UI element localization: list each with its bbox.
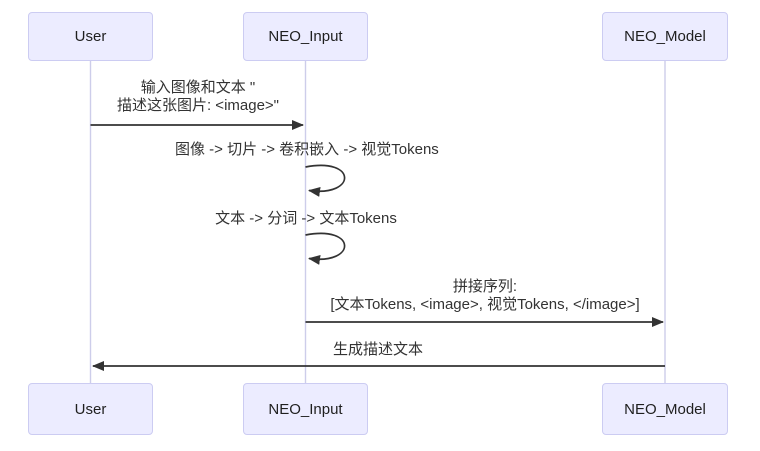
message-label-generate-description: 生成描述文本: [228, 341, 528, 359]
message-line: 图像 -> 切片 -> 卷积嵌入 -> 视觉Tokens: [175, 141, 439, 158]
self-loop-arrow-vision-tokens: [305, 164, 346, 197]
message-line: 生成描述文本: [332, 341, 423, 358]
message-line: 描述这张图片: <image>": [116, 96, 280, 114]
actor-label-neo-model: NEO_Model: [624, 400, 706, 418]
actor-label-neo-model: NEO_Model: [624, 28, 706, 45]
actor-box-neo-input-top: NEO_Input: [243, 12, 368, 61]
actor-box-neo-model-bottom: NEO_Model: [602, 383, 728, 435]
message-line: [文本Tokens, <image>, 视觉Tokens, </image>]: [330, 295, 640, 313]
actor-label-user: User: [74, 400, 107, 418]
message-label-text-pipeline: 文本 -> 分词 -> 文本Tokens: [205, 210, 407, 228]
actor-label-neo-input: NEO_Input: [268, 28, 343, 45]
message-line: 输入图像和文本 ": [140, 79, 256, 96]
message-label-image-pipeline: 图像 -> 切片 -> 卷积嵌入 -> 视觉Tokens: [175, 141, 439, 159]
message-label-input-image-text: 输入图像和文本 " 描述这张图片: <image>": [90, 79, 306, 114]
actor-box-neo-input-bottom: NEO_Input: [243, 383, 368, 435]
actor-box-user-bottom: User: [28, 383, 153, 435]
actor-label-neo-input: NEO_Input: [268, 400, 343, 418]
actor-box-neo-model-top: NEO_Model: [602, 12, 728, 61]
actor-box-user-top: User: [28, 12, 153, 61]
message-label-concat-sequence: 拼接序列: [文本Tokens, <image>, 视觉Tokens, </im…: [305, 278, 665, 313]
actor-label-user: User: [74, 28, 107, 45]
message-line: 拼接序列:: [452, 278, 518, 295]
message-line: 文本 -> 分词 -> 文本Tokens: [215, 210, 397, 227]
self-loop-arrow-text-tokens: [305, 232, 346, 265]
